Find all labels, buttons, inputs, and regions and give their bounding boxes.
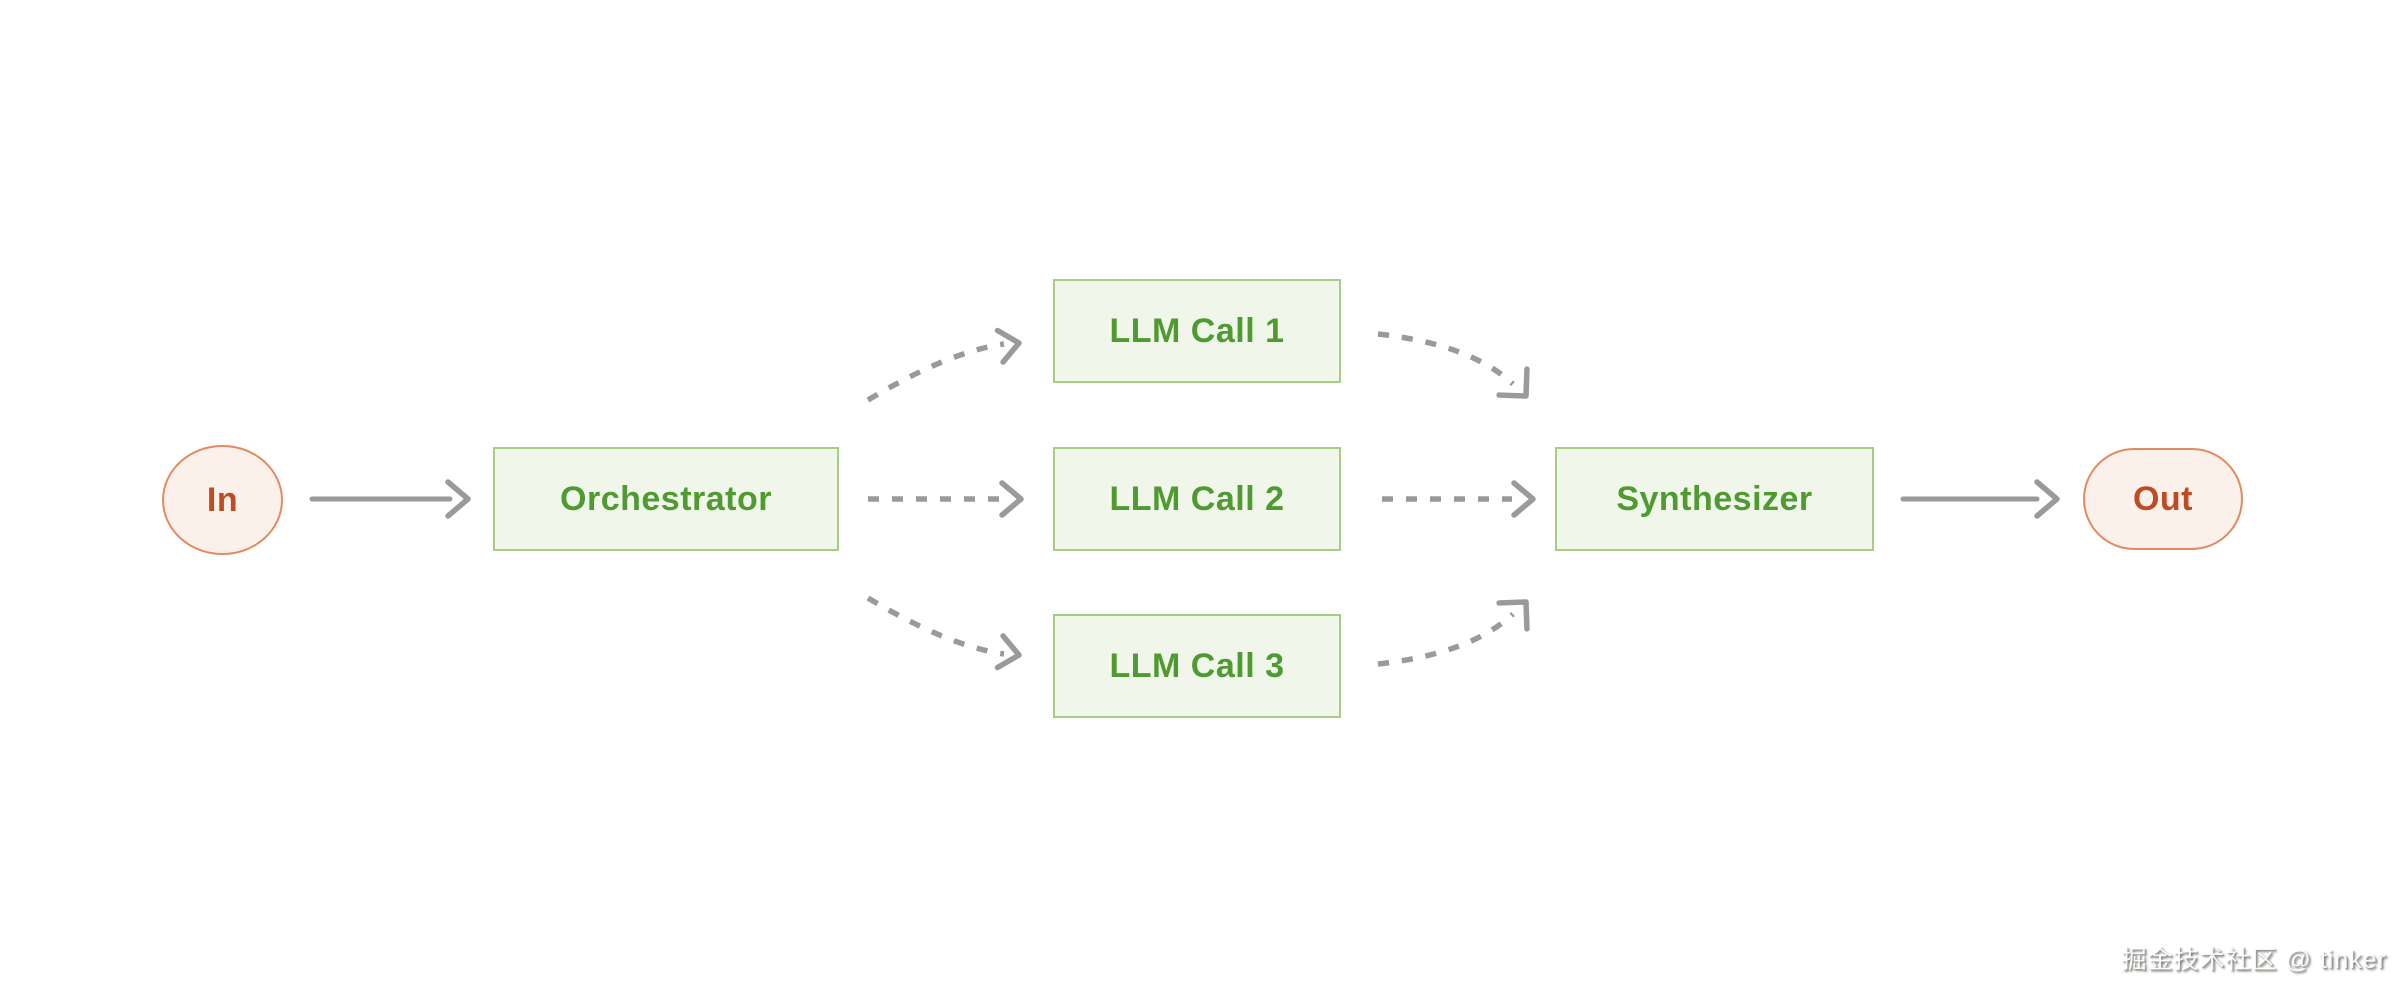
edge-orchestrator-to-llm-call-3 [866, 595, 1005, 657]
node-label: LLM Call 3 [1109, 646, 1285, 685]
node-label: Orchestrator [560, 479, 772, 518]
arrowhead-icon [445, 479, 471, 519]
node-llm-call-3: LLM Call 3 [1053, 614, 1341, 718]
node-label: In [206, 480, 239, 519]
arrowhead-icon [999, 480, 1024, 518]
node-label: LLM Call 2 [1109, 479, 1285, 518]
arrowhead-icon [1511, 480, 1536, 518]
arrowhead-icon [1496, 366, 1530, 399]
node-in: In [162, 445, 283, 555]
node-llm-call-2: LLM Call 2 [1053, 447, 1341, 551]
edge-orchestrator-to-llm-call-1 [866, 341, 1005, 403]
node-orchestrator: Orchestrator [493, 447, 839, 551]
node-label: LLM Call 1 [1109, 311, 1285, 350]
node-label: Synthesizer [1616, 479, 1813, 518]
edge-llm-call-1-to-synthesizer [1377, 331, 1515, 387]
arrowhead-icon [1496, 599, 1530, 632]
node-synthesizer: Synthesizer [1555, 447, 1874, 551]
node-label: Out [2132, 479, 2194, 518]
edge-llm-call-3-to-synthesizer [1377, 611, 1515, 667]
arrowhead-icon [994, 633, 1022, 671]
node-llm-call-1: LLM Call 1 [1053, 279, 1341, 383]
watermark-text: 掘金技术社区 @ tinker [2121, 946, 2387, 974]
arrowhead-icon [994, 327, 1022, 365]
node-out: Out [2083, 448, 2243, 550]
arrowhead-icon [2034, 479, 2060, 519]
